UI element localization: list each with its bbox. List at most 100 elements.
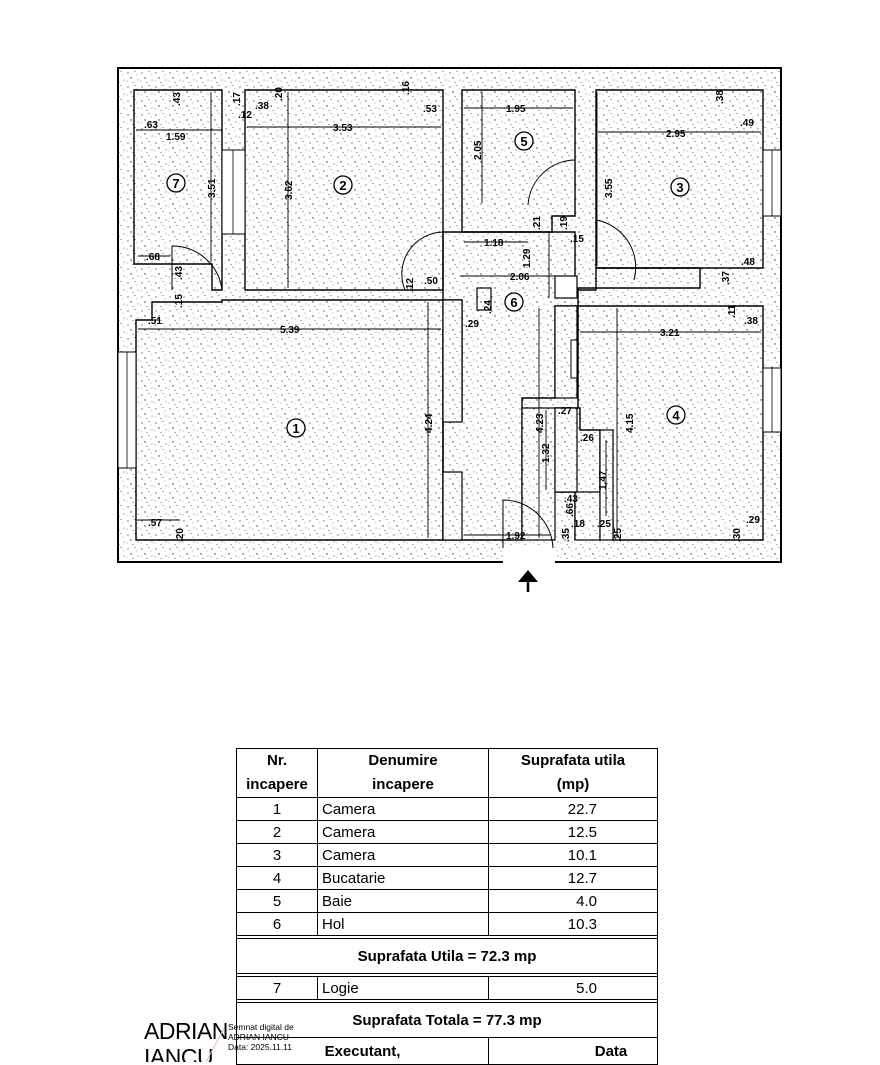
dim-label: .17 [232,92,243,106]
dim-label: .49 [740,118,754,129]
dim-label: .63 [144,120,158,131]
dim-label: .25 [597,519,611,530]
dim-label: 5.39 [280,325,300,336]
grand-total-row: Suprafata Totala = 77.3 mp [236,1002,658,1038]
table-row: 4 Bucatarie 12.7 [236,866,658,890]
room-1-area [135,299,444,541]
dim-label: .16 [401,81,412,95]
dim-label: .50 [424,276,438,287]
dim-label: 4.24 [424,413,435,433]
table-row: 3 Camera 10.1 [236,843,658,867]
table-row: 1 Camera 22.7 [236,797,658,821]
dim-label: .27 [558,406,572,417]
svg-text:2: 2 [339,178,346,193]
dim-label: 3.62 [284,180,295,200]
room-numbers: 1 2 3 4 5 6 7 [166,131,690,438]
grand-total: Suprafata Totala = 77.3 mp [236,1002,658,1038]
room-5-area [461,89,576,233]
row-nr: 7 [236,976,318,1000]
dim-label: 3.53 [333,123,353,134]
floor-plan: .63 1.59 .43 .17 .12 .38 .20 3.53 .16 .5… [117,67,782,592]
row-nr: 1 [236,797,318,821]
table-row: 6 Hol 10.3 [236,912,658,936]
dim-label: 1.32 [541,443,552,463]
row-nr: 3 [236,843,318,867]
row-nr: 2 [236,820,318,844]
row-area: 22.7 [488,797,658,821]
dim-label: 1.47 [598,470,609,490]
table-row: 2 Camera 12.5 [236,820,658,844]
executant-label: Executant, [236,1037,489,1065]
room-number-1: 1 [286,418,306,438]
dim-label: .66 [565,503,576,517]
dim-label: 3.55 [604,178,615,198]
room-7-area [133,89,223,291]
dim-label: .48 [741,257,755,268]
header-area-2: (mp) [556,776,590,793]
row-area: 10.3 [488,912,658,936]
row-name: Camera [317,797,489,821]
doors [171,159,637,549]
room-number-3: 3 [670,177,690,197]
dim-label: .24 [483,300,494,314]
dim-label: 1.59 [166,132,186,143]
dim-label: .18 [571,519,585,530]
svg-text:5: 5 [520,134,527,149]
dim-label: 1.18 [484,238,504,249]
room-number-4: 4 [666,405,686,425]
dim-label: .43 [564,494,578,505]
row-name: Logie [317,976,489,1000]
dim-label: .29 [465,319,479,330]
svg-text:7: 7 [172,176,179,191]
dim-label: 1.92 [506,531,526,542]
dim-label: 1.29 [522,248,533,268]
dim-label: .12 [238,110,252,121]
walls [117,67,782,563]
row-area: 10.1 [488,843,658,867]
dim-label: 1.95 [506,104,526,115]
row-name: Camera [317,820,489,844]
dim-label: .43 [172,92,183,106]
dim-label: .35 [561,528,572,542]
header-name: Denumire [368,752,438,769]
table-row: 5 Baie 4.0 [236,889,658,913]
svg-text:6: 6 [510,295,517,310]
dim-label: 2.95 [666,129,686,140]
row-nr: 4 [236,866,318,890]
dim-label: .25 [613,528,624,542]
dim-label: .68 [146,252,160,263]
room-number-2: 2 [333,175,353,195]
dim-label: .57 [148,518,162,529]
dim-label: 4.15 [625,413,636,433]
dim-label: .43 [174,266,185,280]
dim-label: .11 [727,304,738,318]
dimension-lines [136,92,761,538]
dim-label: 4.23 [535,413,546,433]
dim-label: .26 [580,433,594,444]
dim-label: 3.51 [207,178,218,198]
row-name: Hol [317,912,489,936]
dim-label: .20 [175,528,186,542]
dim-label: .53 [423,104,437,115]
header-name-2: incapere [372,776,434,793]
dim-label: 3.21 [660,328,680,339]
room-number-7: 7 [166,173,186,193]
header-area: Suprafata utila [520,752,626,769]
row-name: Camera [317,843,489,867]
signature-note: Semnat digital de ADRIAN IANCU Data: 202… [228,1022,294,1052]
svg-text:1: 1 [292,421,299,436]
row-name: Bucatarie [317,866,489,890]
useful-total-row: Suprafata Utila = 72.3 mp [236,938,658,974]
dim-label: .15 [174,294,185,308]
room-number-6: 6 [504,292,524,312]
dim-label: 2.05 [473,140,484,160]
dim-label: .19 [559,216,570,230]
dim-label: .12 [405,278,416,292]
row-area: 5.0 [488,976,658,1000]
room-3-area [595,89,764,269]
executant-row: Executant, Data [236,1037,658,1065]
